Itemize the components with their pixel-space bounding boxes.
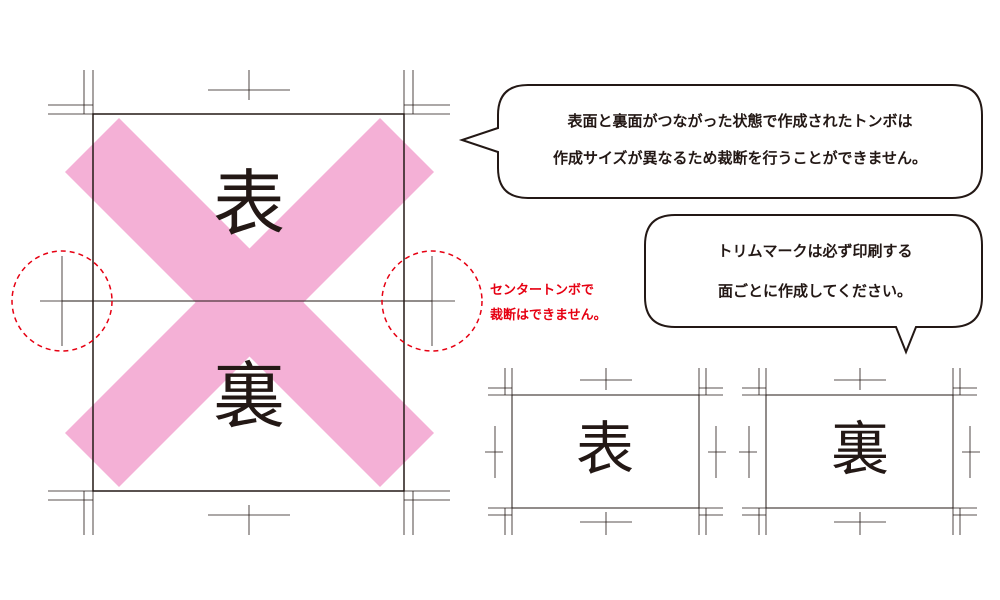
center-mark-highlight-right: [381, 250, 483, 352]
correct-back-card: [739, 368, 980, 535]
correct-back-label: 裏: [830, 415, 889, 483]
correct-front-label: 表: [575, 415, 634, 483]
front-card-trim-marks: [485, 368, 726, 535]
back-card-outline: [765, 394, 954, 509]
center-warning-line-2: 裁断はできません。: [490, 308, 607, 323]
combined-trim-marks: [40, 70, 455, 535]
bubble-top-line-2: 作成サイズが異なるため裁断を行うことができません。: [552, 149, 928, 167]
combined-card-outline: [92, 113, 405, 492]
correct-front-card: [485, 368, 726, 535]
center-mark-highlight-left: [11, 250, 113, 352]
prohibited-cross-mark: [65, 118, 434, 487]
center-warning-line-1: センタートンボで: [490, 283, 595, 298]
speech-bubble-bottom: [644, 214, 983, 355]
wrong-back-label: 裏: [212, 354, 285, 438]
bubble-bottom-line-1: トリムマークは必ず印刷する: [717, 242, 913, 260]
wrong-front-label: 表: [212, 162, 285, 246]
front-card-outline: [511, 394, 700, 509]
bubble-bottom-line-2: 面ごとに作成してください。: [717, 282, 913, 300]
speech-bubble-top: [458, 84, 983, 199]
wrong-example: [11, 70, 483, 535]
bubble-top-line-1: 表面と裏面がつながった状態で作成されたトンボは: [567, 112, 913, 130]
back-card-trim-marks: [739, 368, 980, 535]
